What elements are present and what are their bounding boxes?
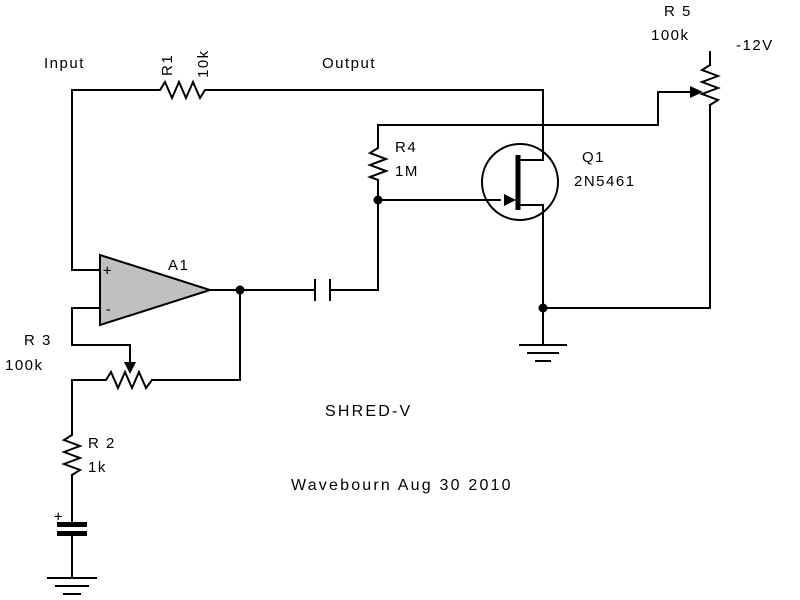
label-r2-name: R 2: [88, 435, 116, 452]
label-r2-value: 1k: [88, 459, 107, 476]
cap-plus-sign: +: [54, 509, 62, 525]
electrolytic-capacitor: +: [54, 509, 87, 536]
opamp-minus-sign: -: [104, 302, 112, 318]
label-r1-value: 10k: [195, 49, 212, 78]
junctions: [235, 195, 548, 313]
resistor-r4: [367, 144, 389, 182]
junction-ground-node: [538, 303, 548, 313]
label-r3-value: 100k: [5, 357, 44, 374]
wire-output-rail: [211, 89, 544, 161]
r5-wiper-arrow: [690, 86, 703, 98]
label-q1-name: Q1: [582, 149, 605, 166]
diagram-title: SHRED-V: [325, 403, 412, 420]
wire-feedback: [151, 289, 241, 381]
label-a1-name: A1: [168, 257, 189, 274]
coupling-capacitor: [314, 279, 331, 301]
opamp-a1: + -: [99, 253, 214, 327]
label-r3-name: R 3: [24, 332, 52, 349]
wire-r3-r2: [71, 379, 101, 431]
junction-output-node: [235, 285, 245, 295]
resistor-r2: [61, 429, 83, 477]
label-q1-part: 2N5461: [574, 173, 636, 190]
junction-gate-node: [373, 195, 383, 205]
wire-input: [71, 89, 156, 271]
label-r4-value: 1M: [395, 163, 419, 180]
jfet-body: [481, 143, 559, 221]
wires: [71, 51, 711, 579]
label-output: Output: [322, 55, 376, 72]
label-r5-value: 100k: [651, 27, 690, 44]
label-r1-name: R1: [159, 54, 176, 76]
r3-wiper-arrow: [124, 362, 136, 374]
wire-minus-r3: [71, 307, 131, 363]
wire-r4-r5: [377, 91, 691, 146]
jfet-gate-arrow: [504, 194, 516, 206]
resistor-r5: [699, 63, 721, 107]
wire-r5-gnd: [542, 104, 711, 309]
label-r4-name: R4: [395, 139, 417, 156]
diagram-credit: Wavebourn Aug 30 2010: [291, 477, 513, 494]
label-supply: -12V: [736, 37, 774, 54]
label-r5-name: R 5: [664, 3, 692, 20]
resistor-r1: [154, 79, 213, 101]
ground-symbol-left: [47, 577, 97, 595]
ground-symbol-right: [519, 344, 567, 362]
resistor-r3: [99, 369, 154, 391]
jfet-q1: [481, 143, 559, 221]
label-input: Input: [44, 55, 85, 72]
opamp-plus-sign: +: [103, 263, 111, 279]
opamp-body: [99, 253, 214, 327]
